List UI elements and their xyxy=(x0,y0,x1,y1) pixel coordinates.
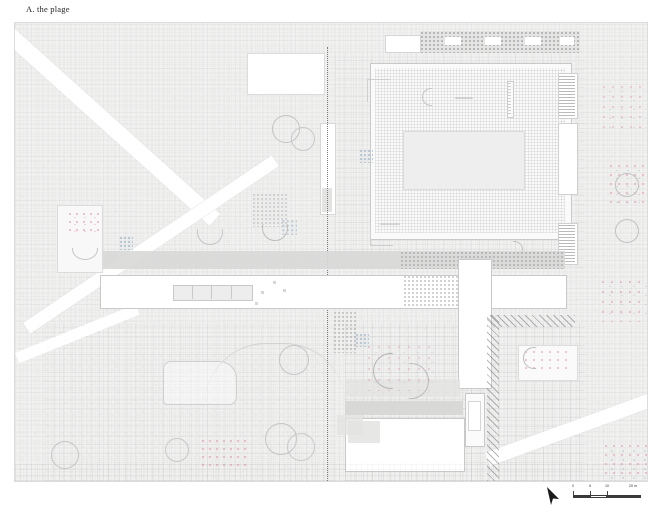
hatched-terrace-horizontal xyxy=(487,315,575,327)
scale-unit-label: 20 m xyxy=(629,484,637,488)
scale-label-0: 0 xyxy=(572,484,574,488)
north-opening-1 xyxy=(445,37,461,45)
site-plan-drawing xyxy=(14,22,648,482)
linear-roof-slab xyxy=(100,251,565,269)
tree-canopy-9 xyxy=(165,438,189,462)
blossom-cluster-southeast xyxy=(603,443,647,481)
scale-segment-1 xyxy=(573,495,590,499)
room-divider-2 xyxy=(211,285,212,299)
plaza-dot-1 xyxy=(261,291,264,294)
south-edge-paving xyxy=(15,463,647,481)
room-divider-3 xyxy=(231,285,232,299)
scale-tick-2 xyxy=(607,491,608,495)
courtyard-corner-marker-nw xyxy=(367,79,390,102)
scale-tick-0 xyxy=(573,491,574,495)
scale-segment-3 xyxy=(607,495,641,499)
plaza-dot-2 xyxy=(273,281,276,284)
courtyard-bench-2 xyxy=(380,223,400,225)
east-stair-upper xyxy=(558,73,578,119)
tree-canopy-8 xyxy=(51,441,79,469)
blossom-cluster-northeast xyxy=(600,83,646,129)
tower-slab-building xyxy=(458,259,492,389)
tree-canopy-7 xyxy=(287,433,315,461)
courtyard-bench-1 xyxy=(455,97,473,99)
southwest-lawn-texture xyxy=(45,323,315,481)
tree-canopy-14 xyxy=(615,219,639,243)
linear-building-rooms xyxy=(173,285,253,301)
page-title: A. the plage xyxy=(26,4,70,14)
scale-segment-2 xyxy=(590,495,607,499)
south-terrace-texture xyxy=(345,379,460,397)
star-plant-north xyxy=(359,149,373,163)
south-service-block xyxy=(337,415,363,435)
scale-tick-1 xyxy=(590,491,591,495)
tower-annex-core xyxy=(468,401,481,431)
hatched-terrace-vertical xyxy=(487,315,499,481)
north-entry-block xyxy=(385,35,421,53)
mosaic-paving-strip xyxy=(333,311,357,353)
tree-canopy-13 xyxy=(615,173,639,197)
north-opening-4 xyxy=(560,37,574,45)
plaza-dot-3 xyxy=(283,289,286,292)
east-circulation-shaft xyxy=(558,123,578,195)
star-plant-west xyxy=(119,236,133,250)
plaza-dot-4 xyxy=(255,302,258,305)
courtyard-corner-marker-sw xyxy=(370,223,393,246)
north-arrow-icon xyxy=(547,487,559,505)
courtyard-pylon-texture xyxy=(508,83,511,114)
blossom-cluster-southwest xyxy=(200,438,246,470)
blossom-cluster-east-2 xyxy=(600,278,647,322)
reflecting-pool xyxy=(403,131,525,190)
star-plant-center xyxy=(355,333,369,347)
south-roof-slab xyxy=(345,401,463,415)
scale-label-1: 5 xyxy=(589,484,591,488)
north-opening-3 xyxy=(525,37,541,45)
gravel-patch-northwest xyxy=(252,193,288,227)
planting-bed-west xyxy=(57,205,103,273)
scale-label-2: 10 xyxy=(605,484,609,488)
drawing-legend: 0 5 10 20 m xyxy=(545,484,645,508)
northwest-pavilion xyxy=(247,53,325,95)
scale-bar: 0 5 10 20 m xyxy=(572,484,641,499)
south-terrace-slab xyxy=(345,379,460,397)
linear-bar-building xyxy=(100,275,567,309)
blossom-cluster-west xyxy=(67,211,101,237)
lawn-edge-arc xyxy=(205,343,345,404)
courtyard-pylon xyxy=(507,81,514,118)
room-divider-1 xyxy=(192,285,193,299)
mosaic-paving-patch xyxy=(403,275,463,307)
east-stair-upper-treads xyxy=(559,74,575,116)
north-opening-2 xyxy=(485,37,501,45)
tree-canopy-2 xyxy=(291,127,315,151)
